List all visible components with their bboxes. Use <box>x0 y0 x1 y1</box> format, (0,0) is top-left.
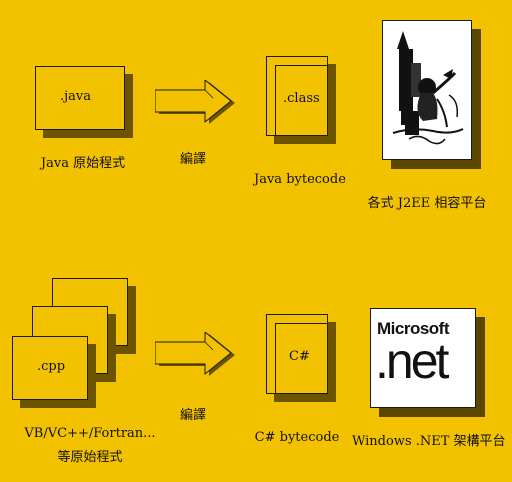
java-bytecode-label: Java bytecode <box>254 172 346 187</box>
other-source-label-line2: 等原始程式 <box>57 450 123 465</box>
java-bytecode-card: .class <box>266 56 328 136</box>
java-duke-illustration <box>392 31 464 145</box>
dotnet-platform-box: Microsoft .net <box>370 308 476 408</box>
j2ee-platform-label: 各式 J2EE 相容平台 <box>367 196 487 211</box>
csharp-bytecode-filename: C# <box>289 349 310 364</box>
logo-net-text: .net <box>375 333 449 389</box>
java-bytecode-filename: .class <box>283 91 320 106</box>
j2ee-platform-box <box>382 20 472 160</box>
right-arrow-icon <box>155 332 235 376</box>
java-source-filename: .java <box>60 89 92 104</box>
microsoft-net-logo: Microsoft .net <box>371 309 475 407</box>
compile-label-top: 編譯 <box>179 152 206 167</box>
compile-label-bottom: 編譯 <box>179 408 206 423</box>
csharp-bytecode-label: C# bytecode <box>254 430 340 445</box>
java-source-card: .java <box>35 66 125 130</box>
right-arrow-icon <box>155 80 235 124</box>
logo-microsoft-text: Microsoft <box>377 319 450 338</box>
cpp-source-card: .cpp <box>12 336 88 400</box>
java-source-label: Java 原始程式 <box>40 156 126 171</box>
csharp-bytecode-card: C# <box>266 314 328 394</box>
other-source-label-line1: VB/VC++/Fortran... <box>24 426 156 441</box>
cpp-source-filename: .cpp <box>37 359 66 374</box>
dotnet-platform-label: Windows .NET 架構平台 <box>352 434 506 449</box>
